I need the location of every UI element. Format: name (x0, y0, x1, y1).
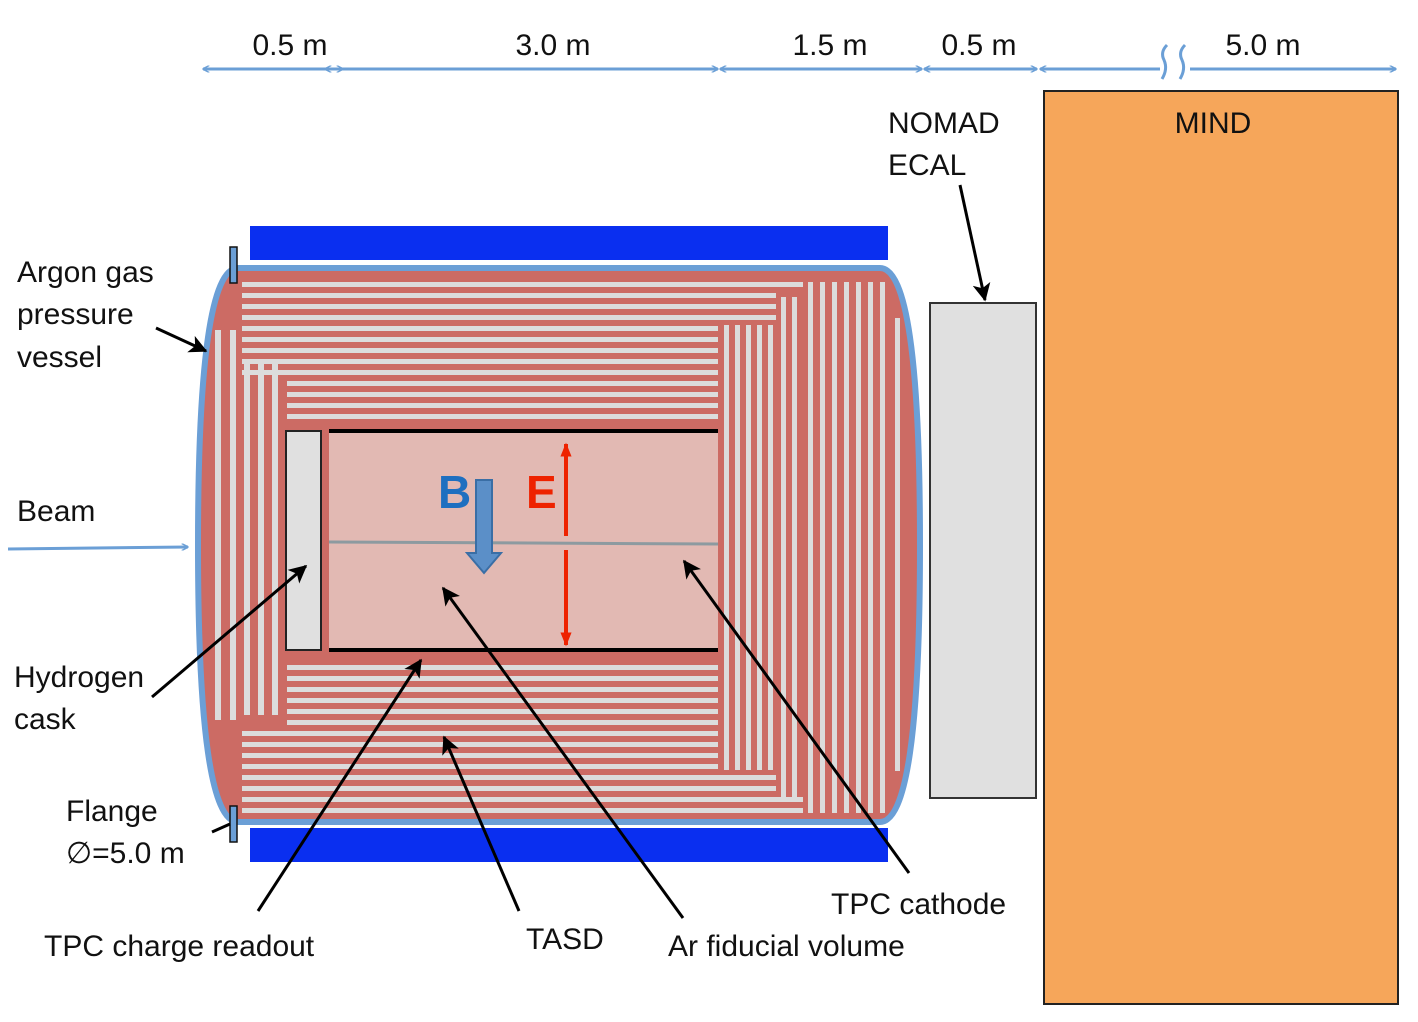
b-field-label: B (438, 466, 471, 518)
hydrogen-cask (285, 430, 322, 651)
argon-label-line3: vessel (17, 341, 102, 374)
tpc-charge-readout-label: TPC charge readout (44, 930, 315, 963)
argon-label-line2: pressure (17, 298, 134, 331)
nomad-ecal-block (929, 302, 1037, 799)
dim-label-4: 0.5 m (941, 29, 1016, 62)
magnet-top (250, 226, 888, 260)
tasd-label: TASD (526, 923, 604, 956)
tpc-cathode-label: TPC cathode (831, 888, 1006, 921)
argon-label-line1: Argon gas (17, 256, 154, 289)
mind-block (1043, 90, 1399, 1005)
hydrogen-label-line2: cask (14, 703, 77, 736)
dim-label-3: 1.5 m (792, 29, 867, 62)
dimension-arrows (203, 43, 1396, 80)
flange-label-line2: ∅=5.0 m (66, 837, 185, 870)
hydrogen-label-line1: Hydrogen (14, 661, 144, 694)
mind-label: MIND (1175, 107, 1252, 140)
callout-arrows (151, 184, 991, 919)
beam-arrow (7, 547, 188, 549)
dim-label-5: 5.0 m (1225, 29, 1300, 62)
magnet-bottom (250, 828, 888, 862)
flange-bottom (229, 805, 238, 843)
e-field-label: E (526, 466, 557, 518)
beam-label: Beam (17, 495, 95, 528)
tpc-cathode-plane (328, 540, 719, 546)
dim-label-1: 0.5 m (252, 29, 327, 62)
flange-label-line1: Flange (66, 795, 158, 828)
nomad-label-line1: NOMAD (888, 107, 1000, 140)
flange-top (229, 246, 238, 284)
nomad-label-line2: ECAL (888, 149, 966, 182)
tasd-stripes (215, 282, 900, 813)
ar-fiducial-label: Ar fiducial volume (668, 930, 905, 963)
b-field-arrow (464, 479, 504, 575)
dim-label-2: 3.0 m (515, 29, 590, 62)
